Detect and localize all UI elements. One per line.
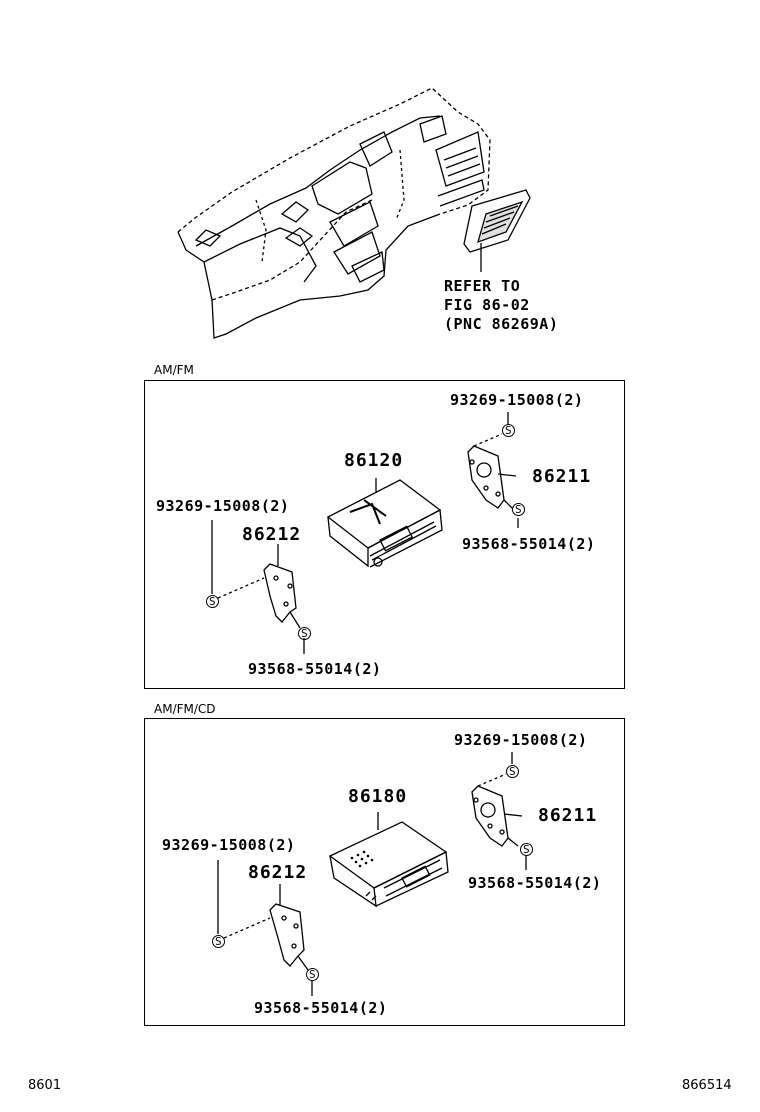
refer-note-line3: (PNC 86269A) xyxy=(444,315,559,333)
refer-note-line1: REFER TO xyxy=(444,277,521,295)
screw-left-bottom-label: 93568-55014(2) xyxy=(248,660,382,678)
screw-icon: S xyxy=(306,968,319,981)
screw-icon: S xyxy=(206,595,219,608)
screw-left-top-label: 93269-15008(2) xyxy=(156,497,290,515)
footer-left-code: 8601 xyxy=(28,1078,62,1093)
screw-icon: S xyxy=(502,424,515,437)
right-bracket-part-number: 86211 xyxy=(532,466,592,487)
right-bracket-part-number: 86211 xyxy=(538,805,598,826)
screw-left-bottom-label: 93568-55014(2) xyxy=(254,999,388,1017)
left-bracket-part-number: 86212 xyxy=(248,862,308,883)
screw-right-bottom-label: 93568-55014(2) xyxy=(462,535,596,553)
refer-note: REFER TO FIG 86-02 (PNC 86269A) xyxy=(444,277,558,334)
panel-am-fm xyxy=(144,380,625,689)
radio-part-number: 86180 xyxy=(348,786,408,807)
screw-icon: S xyxy=(212,935,225,948)
left-bracket-part-number: 86212 xyxy=(242,524,302,545)
screw-icon: S xyxy=(520,843,533,856)
screw-right-bottom-label: 93568-55014(2) xyxy=(468,874,602,892)
screw-right-top-label: 93269-15008(2) xyxy=(454,731,588,749)
footer-right-code: 866514 xyxy=(682,1078,732,1093)
screw-icon: S xyxy=(506,765,519,778)
screw-icon: S xyxy=(298,627,311,640)
section-title-am-fm: AM/FM xyxy=(154,363,194,377)
refer-note-line2: FIG 86-02 xyxy=(444,296,530,314)
screw-right-top-label: 93269-15008(2) xyxy=(450,391,584,409)
dashboard-illustration xyxy=(177,87,531,339)
radio-part-number: 86120 xyxy=(344,450,404,471)
panel-am-fm-cd xyxy=(144,718,625,1026)
section-title-am-fm-cd: AM/FM/CD xyxy=(154,702,216,716)
screw-left-top-label: 93269-15008(2) xyxy=(162,836,296,854)
screw-icon: S xyxy=(512,503,525,516)
